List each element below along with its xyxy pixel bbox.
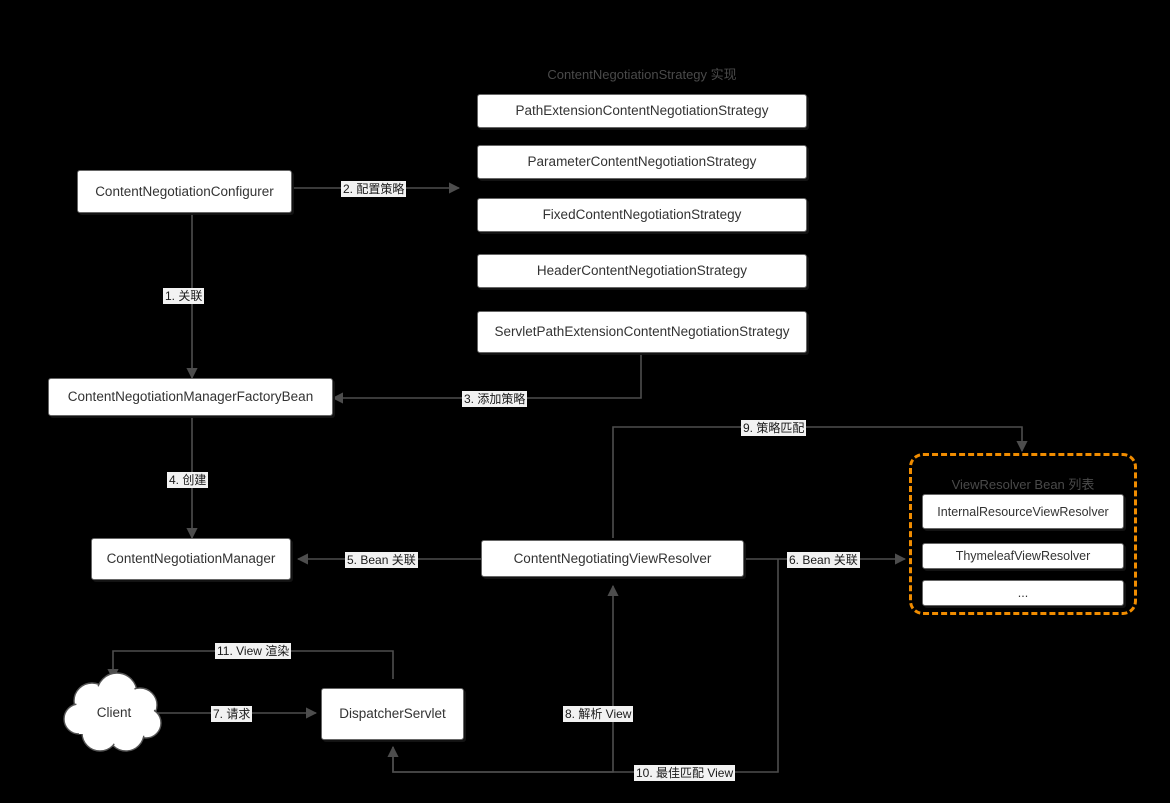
node-client-cloud[interactable]: [62, 671, 166, 755]
node-content-negotiating-view-resolver[interactable]: ContentNegotiatingViewResolver: [481, 540, 744, 577]
edge-label-9: 9. 策略匹配: [741, 420, 807, 436]
node-fixed-strategy[interactable]: FixedContentNegotiationStrategy: [477, 198, 807, 232]
edge-8-line: [392, 584, 619, 773]
node-dispatcher-servlet[interactable]: DispatcherServlet: [321, 688, 464, 740]
edge-label-10: 10. 最佳匹配 View: [634, 765, 736, 781]
node-content-negotiation-configurer[interactable]: ContentNegotiationConfigurer: [77, 170, 292, 213]
edge-label-11: 11. View 渲染: [215, 643, 292, 659]
node-header-strategy[interactable]: HeaderContentNegotiationStrategy: [477, 254, 807, 288]
node-internal-resource-view-resolver[interactable]: InternalResourceViewResolver: [922, 494, 1124, 529]
node-more-view-resolvers[interactable]: ...: [922, 580, 1124, 606]
edge-label-1: 1. 关联: [163, 288, 205, 304]
edge-label-6: 6. Bean 关联: [787, 552, 860, 568]
edge-label-4: 4. 创建: [167, 472, 209, 488]
edge-label-8: 8. 解析 View: [563, 706, 634, 722]
node-path-extension-strategy[interactable]: PathExtensionContentNegotiationStrategy: [477, 94, 807, 128]
edge-10-line: [387, 559, 779, 773]
node-content-negotiation-manager-factory-bean[interactable]: ContentNegotiationManagerFactoryBean: [48, 378, 333, 416]
node-parameter-strategy[interactable]: ParameterContentNegotiationStrategy: [477, 145, 807, 179]
node-content-negotiation-manager[interactable]: ContentNegotiationManager: [91, 538, 291, 580]
node-servlet-path-extension-strategy[interactable]: ServletPathExtensionContentNegotiationSt…: [477, 311, 807, 353]
edge-label-5: 5. Bean 关联: [345, 552, 418, 568]
node-client-label: Client: [96, 705, 132, 720]
edge-label-3: 3. 添加策略: [462, 391, 528, 407]
node-thymeleaf-view-resolver[interactable]: ThymeleafViewResolver: [922, 543, 1124, 569]
strategy-group-title: ContentNegotiationStrategy 实现: [547, 67, 737, 82]
viewresolver-group-title: ViewResolver Bean 列表: [951, 477, 1095, 492]
edge-label-2: 2. 配置策略: [341, 181, 407, 197]
edge-label-7: 7. 请求: [211, 706, 253, 722]
